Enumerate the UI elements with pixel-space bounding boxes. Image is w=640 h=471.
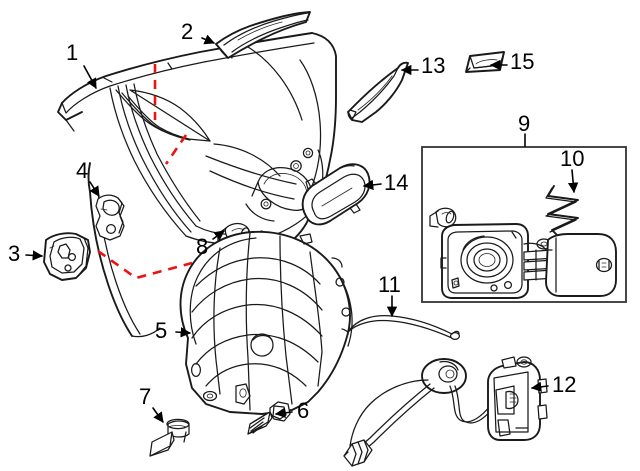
callout-label-10: 10 <box>560 146 585 171</box>
part-release-cable-lower <box>343 358 494 467</box>
callout-label-1: 1 <box>66 40 79 65</box>
callout-label-2: 2 <box>181 19 194 44</box>
cut-lines <box>97 64 193 280</box>
callout-label-5: 5 <box>155 318 168 343</box>
callout-label-15: 15 <box>510 49 535 74</box>
inset-fastener <box>429 207 457 228</box>
inset-box-9 <box>421 146 627 303</box>
part-fuel-filler-housing <box>43 232 91 281</box>
callout-label-4: 4 <box>76 158 89 183</box>
inset-fuel-door-panel <box>545 233 617 297</box>
part-reinforcement-bracket <box>95 194 125 241</box>
part-fuel-filler-bezel <box>301 163 371 226</box>
callout-label-8: 8 <box>196 234 209 259</box>
part-roof-drip-molding <box>215 11 311 59</box>
callout-label-12: 12 <box>552 372 577 397</box>
part-release-cable-upper <box>341 314 461 341</box>
callout-label-3: 3 <box>8 241 21 266</box>
callout-label-6: 6 <box>297 398 310 423</box>
callout-label-7: 7 <box>139 384 152 409</box>
part-body-plug <box>465 51 505 73</box>
callout-label-13: 13 <box>421 53 446 78</box>
callout-label-9: 9 <box>518 111 531 136</box>
part-lock-actuator <box>487 356 548 441</box>
leader-lines <box>25 34 579 423</box>
inset-fuel-door-housing <box>440 223 529 299</box>
part-push-pin-retainer <box>149 418 190 457</box>
callout-label-11: 11 <box>378 272 401 297</box>
part-wheelhouse-liner <box>179 230 353 415</box>
part-pillar-trim-wedge <box>347 61 409 123</box>
callout-label-14: 14 <box>384 170 409 195</box>
